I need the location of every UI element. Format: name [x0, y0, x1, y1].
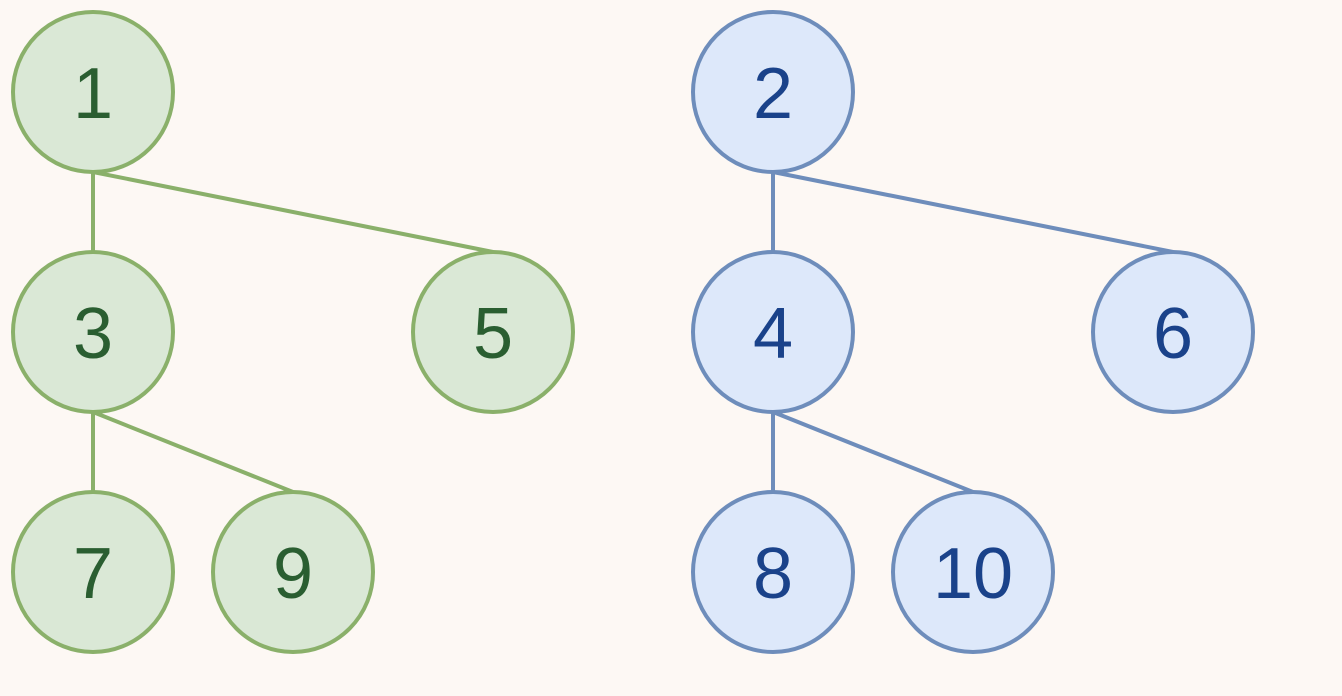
- node-label: 6: [1153, 294, 1193, 374]
- edge-n2-n6: [772, 170, 1174, 254]
- node-circle: [211, 490, 375, 654]
- node-circle: [691, 490, 855, 654]
- node-10: 10: [891, 490, 1055, 654]
- node-circle: [891, 490, 1055, 654]
- node-circle: [691, 250, 855, 414]
- node-label: 9: [273, 534, 313, 614]
- node-5: 5: [411, 250, 575, 414]
- node-1: 1: [11, 10, 175, 174]
- node-label: 10: [933, 534, 1013, 614]
- node-label: 7: [73, 534, 113, 614]
- node-label: 4: [753, 294, 793, 374]
- edge-n3-n9: [92, 410, 294, 494]
- node-circle: [691, 10, 855, 174]
- node-3: 3: [11, 250, 175, 414]
- edge-n4-n10: [772, 410, 974, 494]
- node-circle: [11, 490, 175, 654]
- edges-layer: [91, 170, 1174, 494]
- node-6: 6: [1091, 250, 1255, 414]
- nodes-layer: 1 3 5 7 9 2 4 6 8 10: [11, 10, 1255, 654]
- node-label: 1: [73, 54, 113, 134]
- edge-n1-n5: [92, 170, 494, 254]
- node-4: 4: [691, 250, 855, 414]
- node-circle: [11, 250, 175, 414]
- node-8: 8: [691, 490, 855, 654]
- node-label: 8: [753, 534, 793, 614]
- node-label: 2: [753, 54, 793, 134]
- node-2: 2: [691, 10, 855, 174]
- node-circle: [1091, 250, 1255, 414]
- node-circle: [11, 10, 175, 174]
- node-circle: [411, 250, 575, 414]
- node-9: 9: [211, 490, 375, 654]
- node-label: 5: [473, 294, 513, 374]
- node-7: 7: [11, 490, 175, 654]
- node-label: 3: [73, 294, 113, 374]
